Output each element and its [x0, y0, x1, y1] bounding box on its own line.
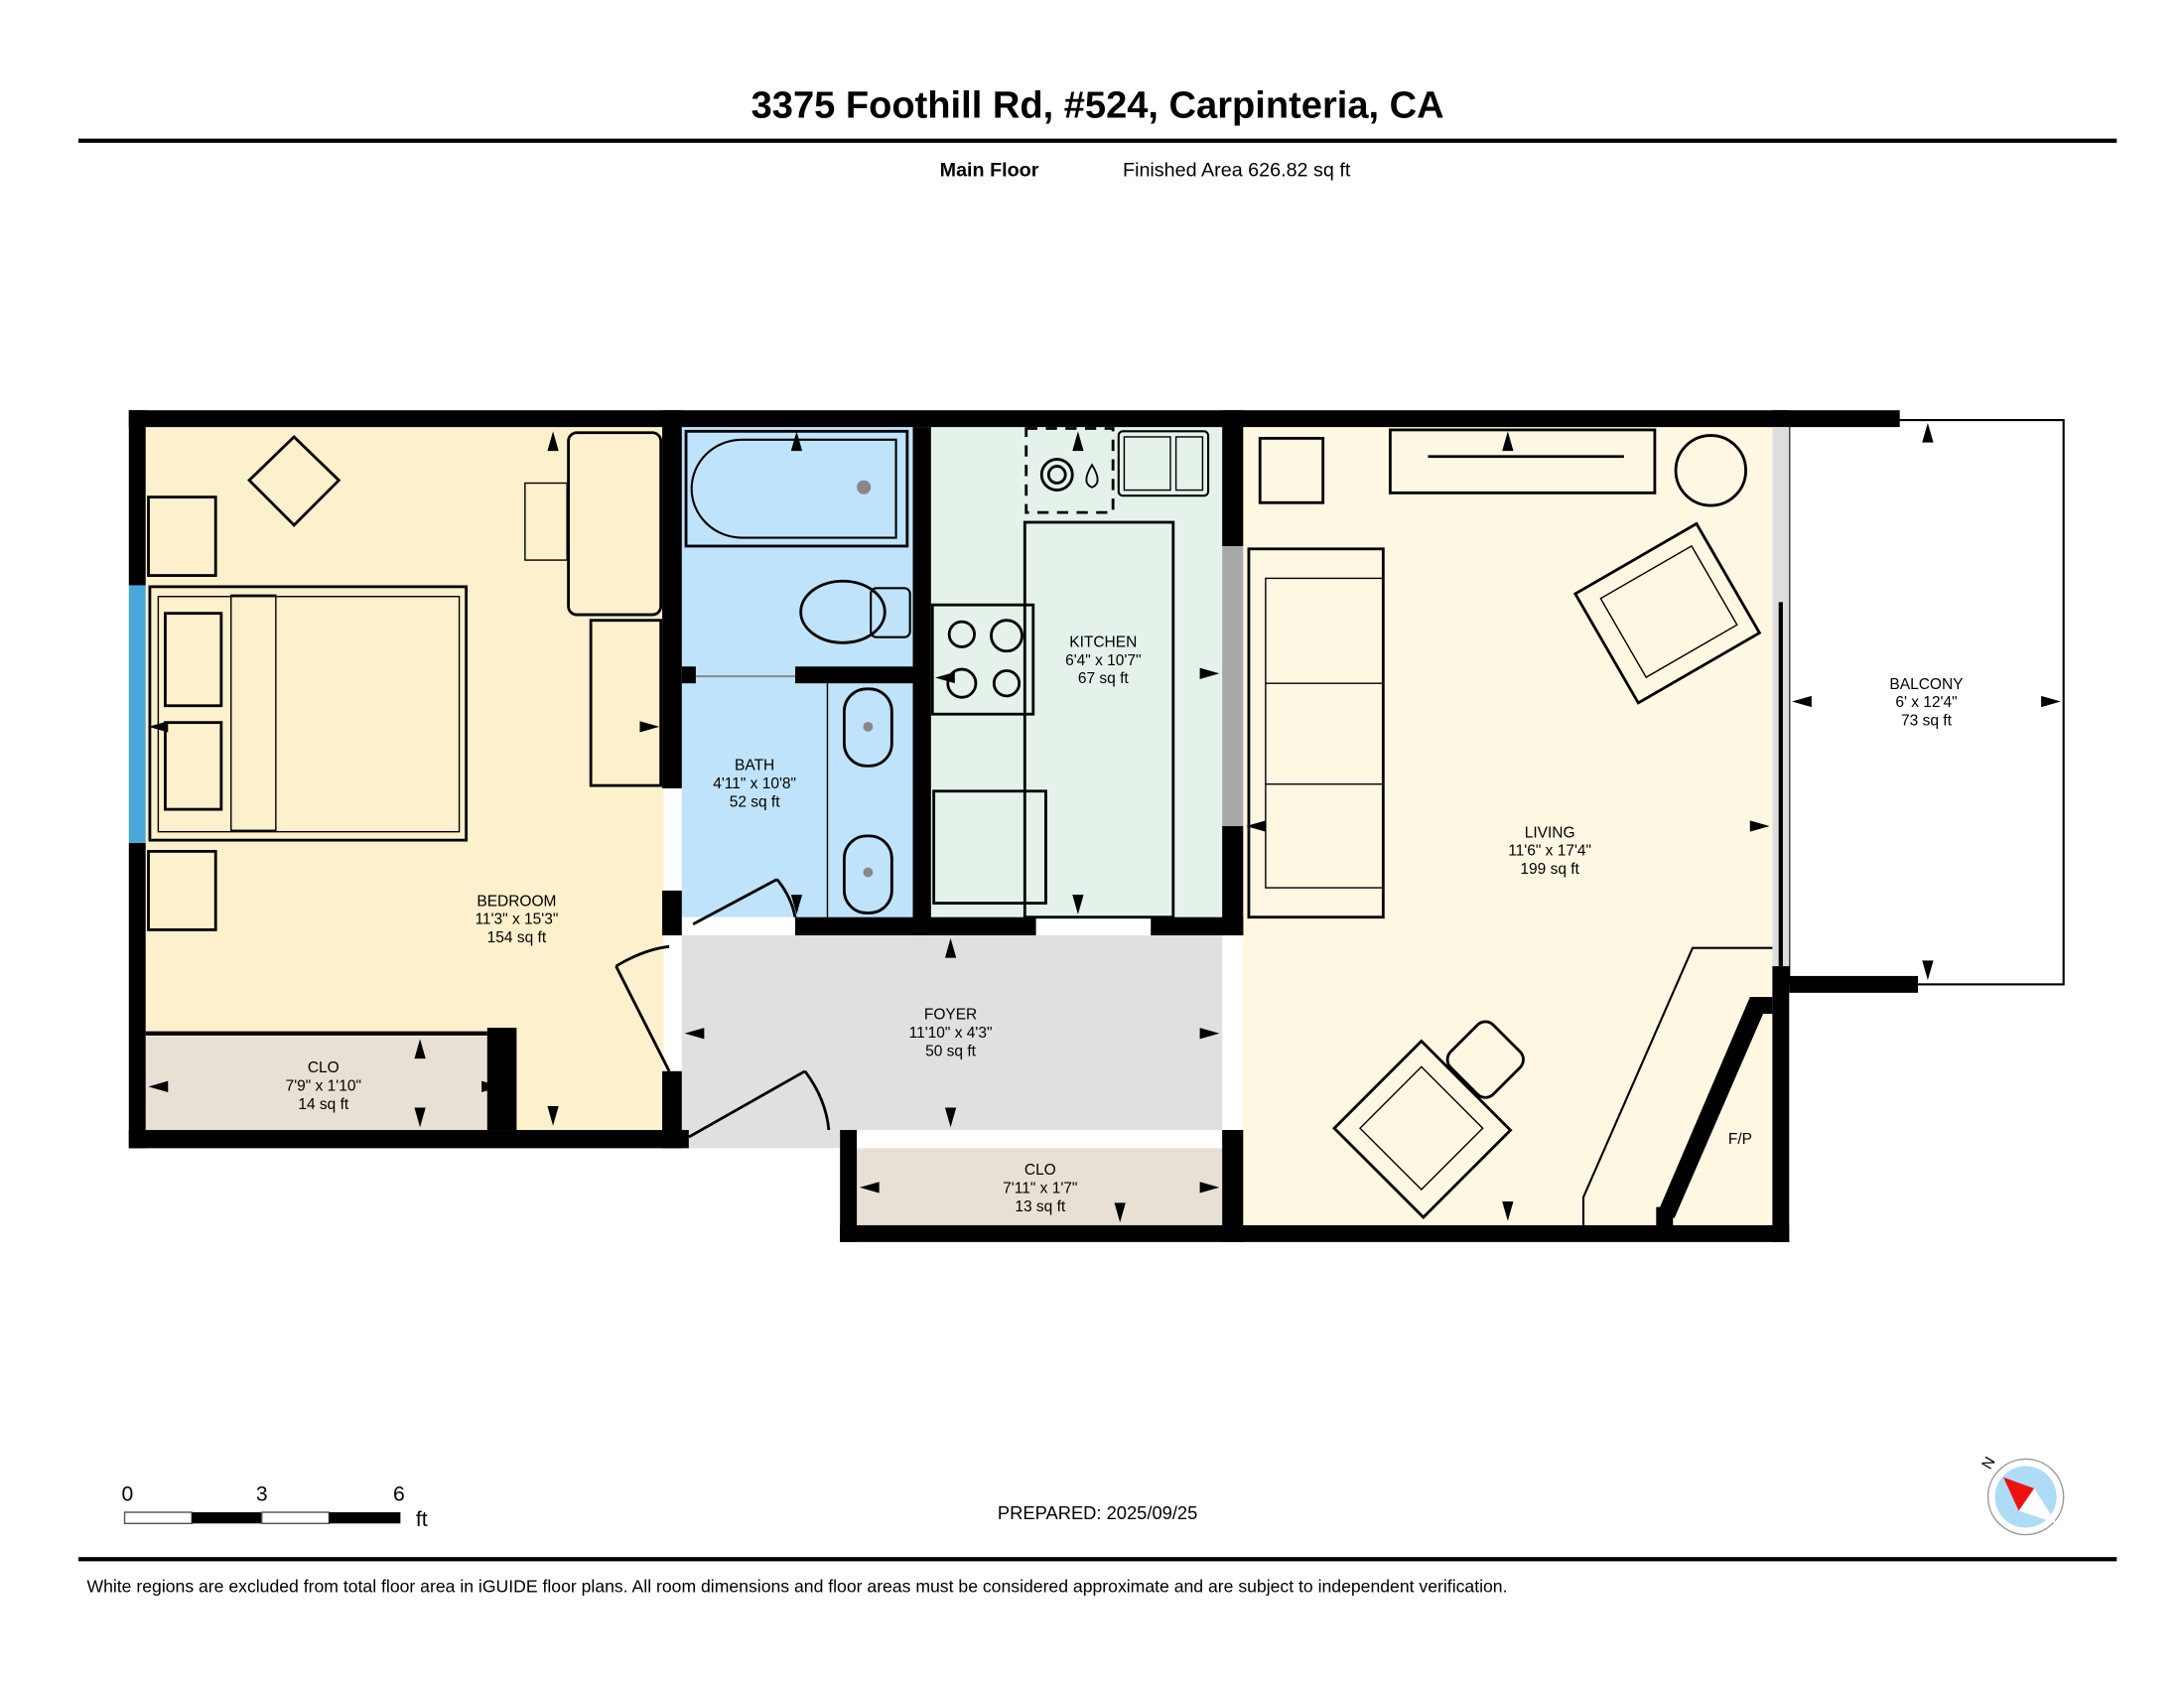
kitchen-name: KITCHEN: [1069, 634, 1137, 651]
bedroom-closet-area: [145, 1036, 504, 1131]
dimension-arrows: [148, 422, 2061, 1223]
prepared-date: PREPARED: 2025/09/25: [998, 1502, 1197, 1523]
foyer-area: [681, 935, 1223, 1131]
footer-disclaimer: White regions are excluded from total fl…: [86, 1576, 1507, 1596]
kitchen-dims: 6'4" x 10'7": [1065, 652, 1141, 669]
window-bedroom: [128, 585, 146, 843]
foyer-dims: 11'10" x 4'3": [909, 1025, 993, 1042]
header-rule: [78, 138, 2117, 143]
living-dims: 11'6" x 17'4": [1508, 843, 1591, 860]
bedroom-furniture: [145, 431, 663, 1036]
footer-rule: [78, 1557, 2117, 1562]
foyer-closet-dims: 7'11" x 1'7": [1003, 1180, 1077, 1196]
bedroom-closet-name: CLO: [308, 1059, 340, 1076]
bedroom-name: BEDROOM: [477, 893, 556, 910]
scale-tick-3: 3: [256, 1483, 268, 1506]
scale-bar: 0 3 6 ft: [121, 1483, 427, 1531]
balcony-name: BALCONY: [1889, 676, 1963, 693]
walls: [128, 410, 1919, 1242]
scale-unit: ft: [416, 1508, 428, 1531]
foyer-closet-area: [857, 1148, 1223, 1225]
bedroom-closet-dims: 7'9" x 1'10": [286, 1078, 361, 1095]
foyer-closet-area-label: 13 sq ft: [1015, 1198, 1066, 1215]
floor-label: Main Floor: [940, 160, 1039, 182]
compass-north-label: N: [1979, 1455, 1998, 1473]
kitchen-fixtures: [930, 427, 1210, 919]
bath-dims: 4'11" x 10'8": [713, 775, 796, 792]
bedroom-closet-area-label: 14 sq ft: [298, 1096, 349, 1113]
balcony-area: [1788, 419, 2065, 986]
scale-tick-0: 0: [121, 1483, 133, 1506]
foyer-area-label: 50 sq ft: [925, 1043, 977, 1059]
kitchen-passthrough: [1222, 545, 1244, 827]
doors: [614, 878, 831, 1139]
page-title: 3375 Foothill Rd, #524, Carpinteria, CA: [751, 84, 1444, 126]
foyer-closet-name: CLO: [1024, 1162, 1056, 1179]
balcony-area-label: 73 sq ft: [1901, 712, 1953, 729]
bedroom-area-label: 154 sq ft: [487, 929, 547, 946]
balcony-dims: 6' x 12'4": [1895, 694, 1957, 711]
kitchen-area: [930, 427, 1223, 917]
bedroom-area: [145, 427, 664, 1131]
foyer-door-threshold: [688, 1130, 841, 1149]
compass-icon: N: [1979, 1455, 2065, 1536]
foyer-name: FOYER: [924, 1007, 977, 1024]
scale-tick-6: 6: [393, 1483, 405, 1506]
living-furniture: [1247, 428, 1773, 1225]
kitchen-area-label: 67 sq ft: [1078, 670, 1130, 687]
finished-area: Finished Area 626.82 sq ft: [1123, 160, 1351, 182]
living-name: LIVING: [1525, 824, 1575, 841]
fireplace-label: F/P: [1728, 1131, 1752, 1148]
bedroom-dims: 11'3" x 15'3": [475, 912, 558, 928]
bath-name: BATH: [735, 758, 774, 774]
living-area: [1243, 427, 1773, 1225]
bath-area-label: 52 sq ft: [730, 793, 781, 810]
living-area-label: 199 sq ft: [1520, 861, 1579, 878]
